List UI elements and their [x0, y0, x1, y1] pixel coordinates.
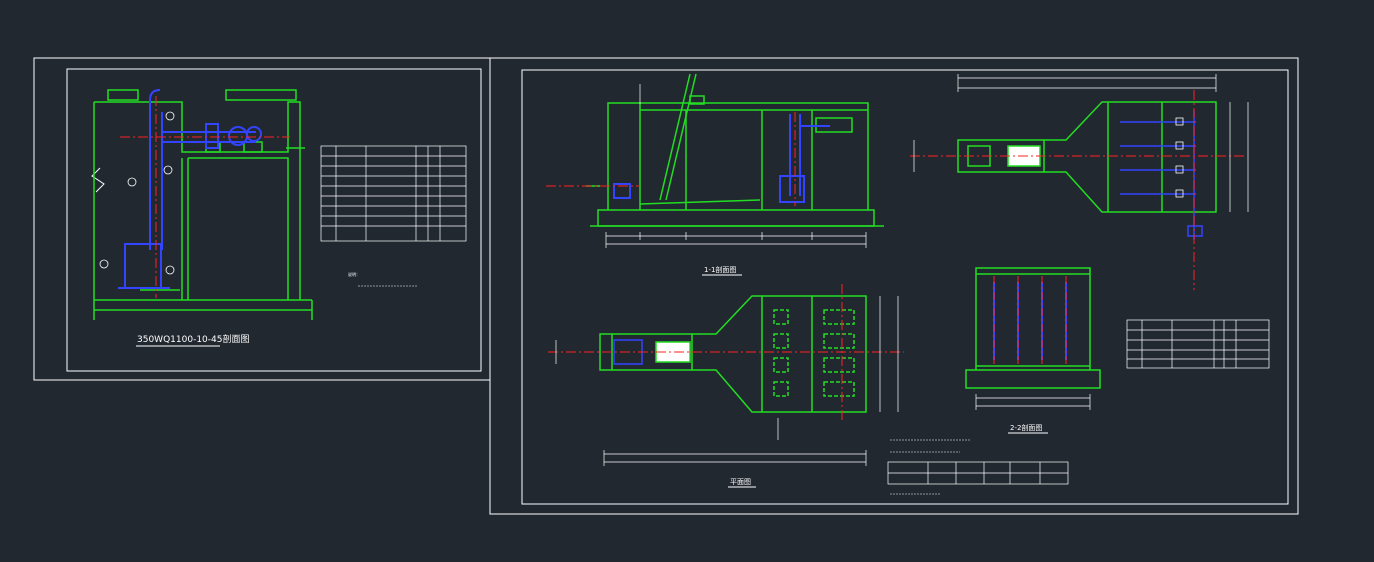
sheet-2-equipment-table	[1126, 319, 1270, 369]
sheet-1-equipment-table	[320, 145, 467, 242]
sheet-1-title: 350WQ1100-10-45剖面图	[137, 333, 249, 345]
plan-view-title: 平面图	[730, 478, 751, 486]
sheet-2-frame	[489, 57, 1299, 515]
sheet-2-parameter-table	[887, 461, 1069, 485]
section-1-1-view: 1-1剖面图	[546, 73, 884, 276]
sheet-2-notes-lines	[890, 439, 970, 495]
plan-view: 平面图	[548, 284, 904, 488]
section-1-1-title: 1-1剖面图	[704, 265, 736, 274]
sheet-1-pump-section: 350WQ1100-10-45剖面图 说明：	[91, 89, 418, 347]
upper-plan-view	[910, 74, 1249, 290]
section-2-2-title: 2-2剖面图	[1010, 423, 1042, 432]
section-2-2-view: 2-2剖面图	[965, 267, 1101, 434]
sheet-1-frame	[33, 57, 491, 381]
sheet-1-notes-label: 说明：	[348, 271, 360, 277]
